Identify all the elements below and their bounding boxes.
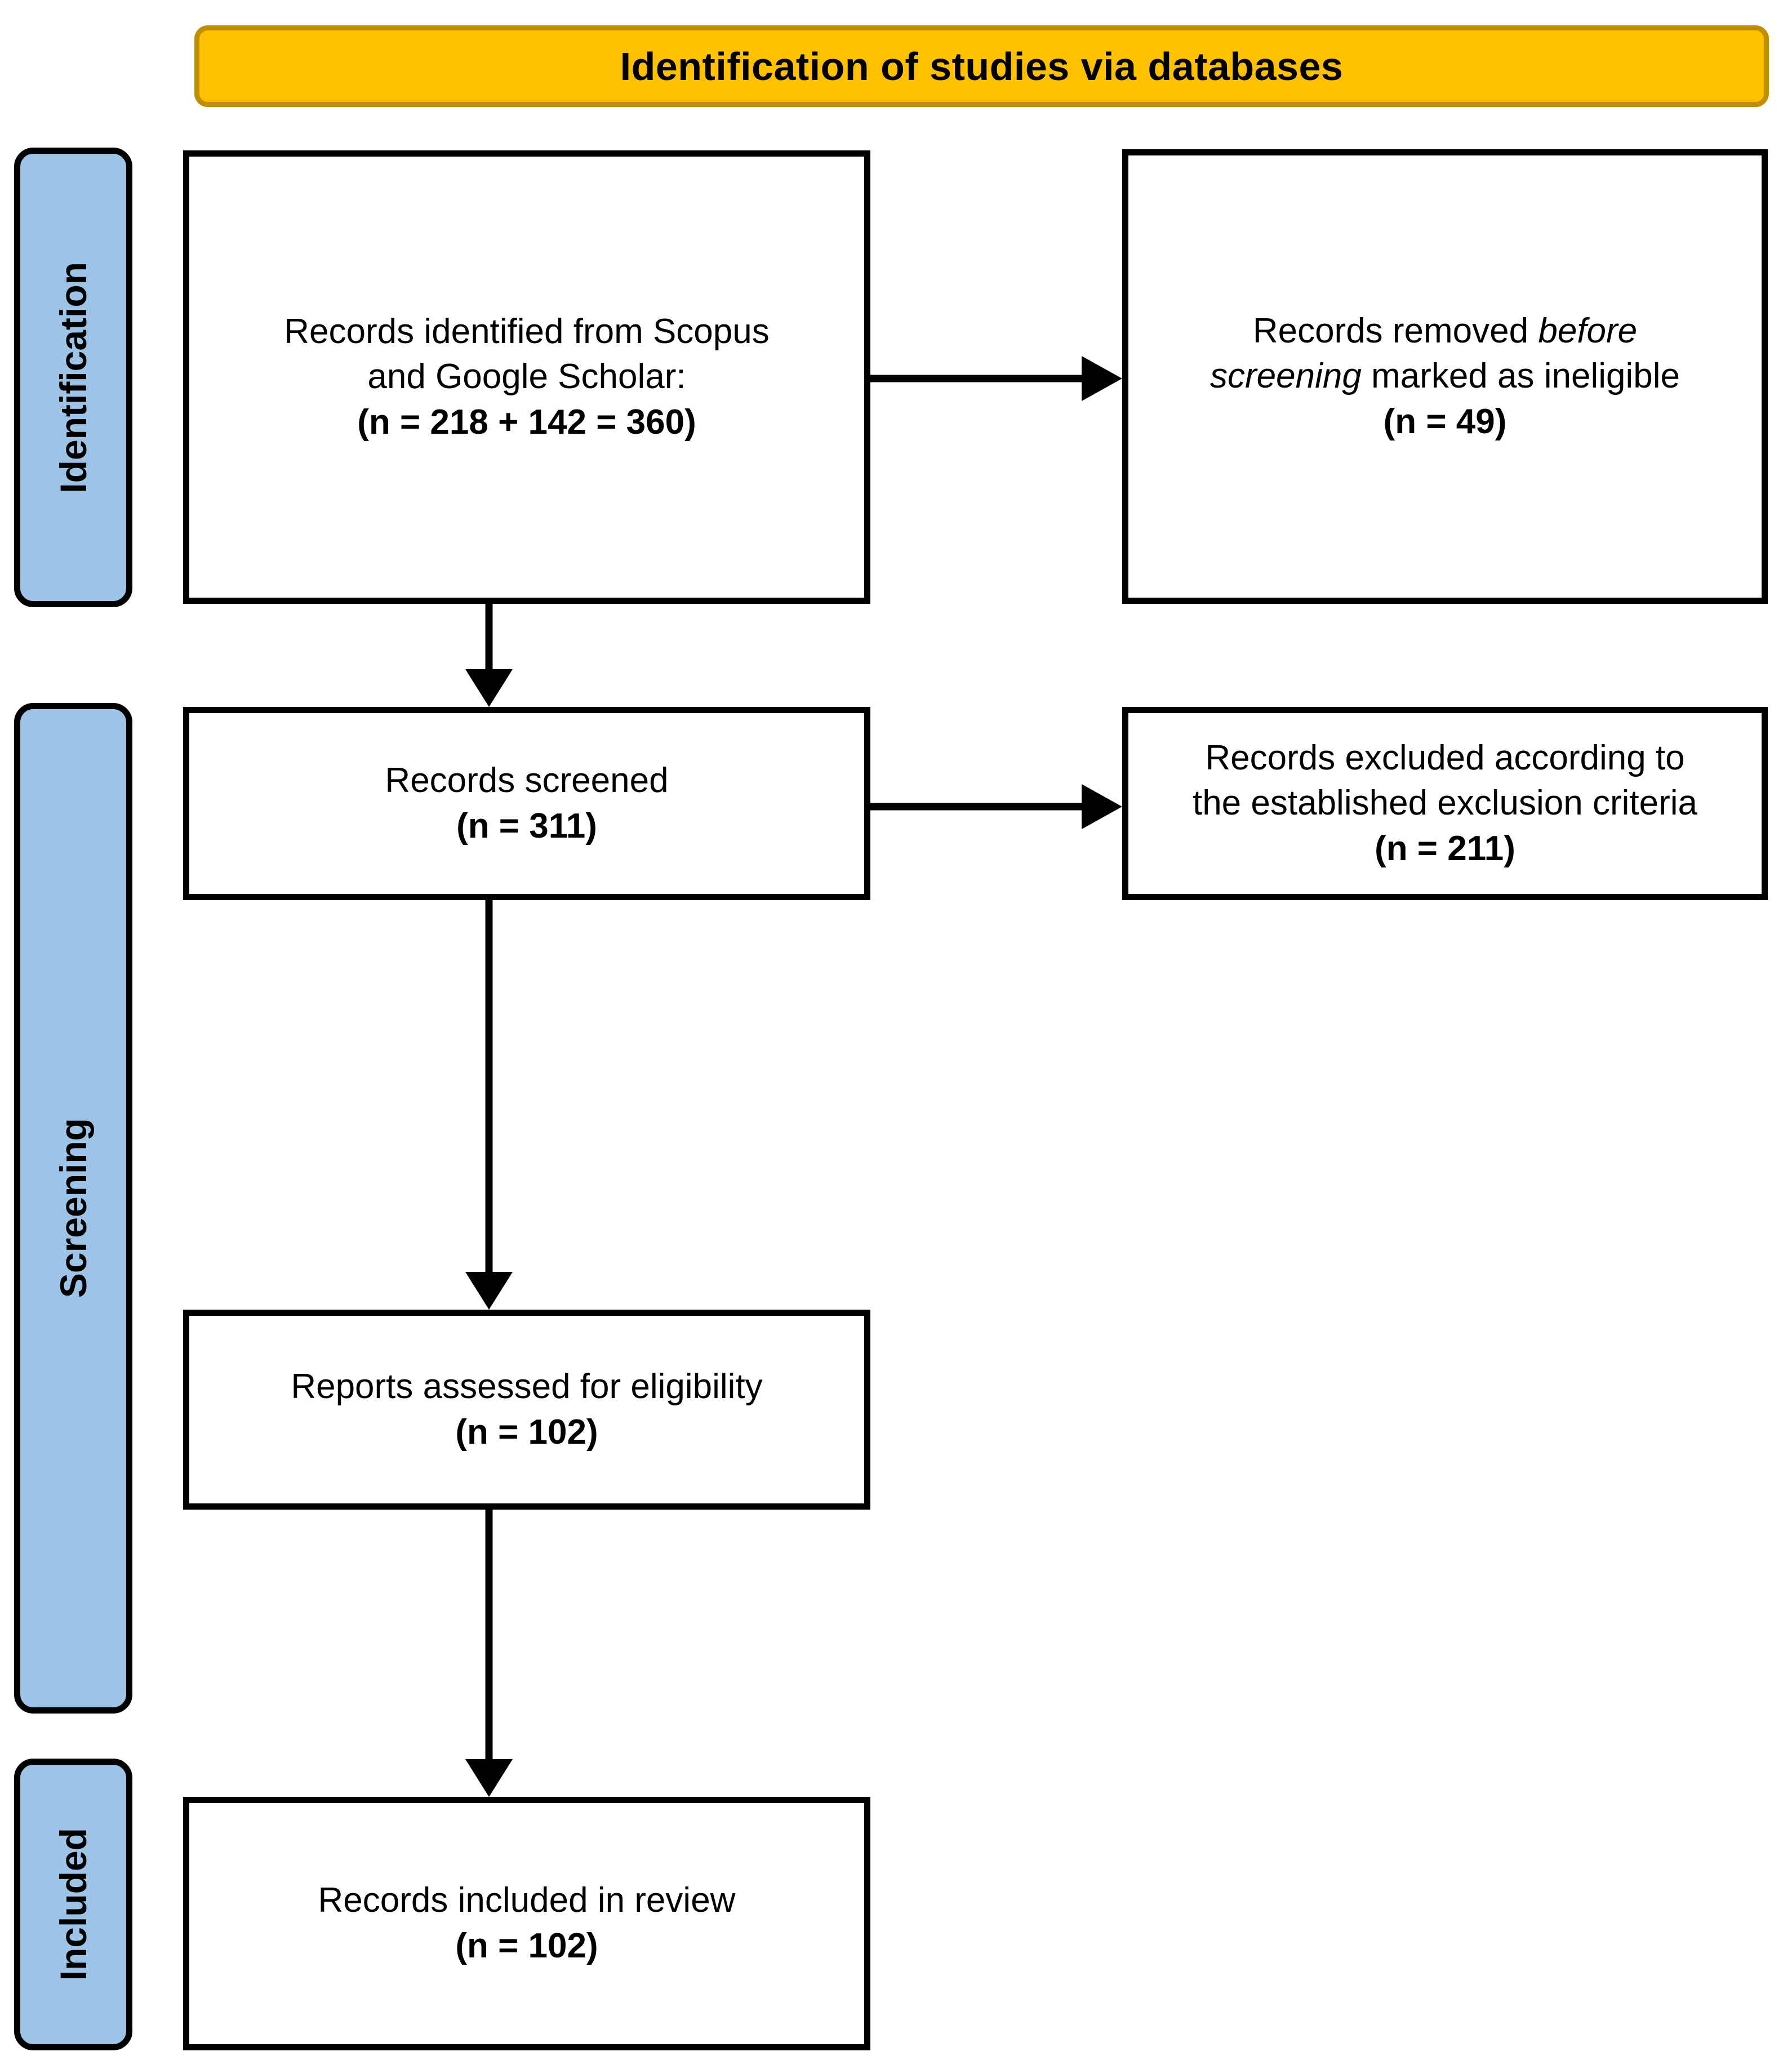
box-records-excluded: Records excluded according to the establ… (1122, 707, 1768, 900)
records-identified-line1: Records identified from Scopus (284, 311, 770, 351)
records-excluded-line1: Records excluded according to (1205, 738, 1685, 777)
box-records-identified: Records identified from Scopus and Googl… (183, 150, 870, 604)
box-reports-assessed-eligibility: Reports assessed for eligibility (n = 10… (183, 1310, 870, 1510)
records-removed-line1-prefix: Records removed (1252, 311, 1538, 350)
arrow-screened-to-eligibility (465, 900, 513, 1310)
stage-label-screening-text: Screening (52, 1118, 94, 1298)
box-records-identified-text: Records identified from Scopus and Googl… (269, 309, 784, 446)
records-removed-line2-suffix: marked as ineligible (1361, 357, 1680, 396)
stage-label-screening: Screening (14, 703, 132, 1714)
reports-assessed-count: (n = 102) (455, 1412, 598, 1452)
arrow-eligibility-to-included (465, 1510, 513, 1797)
arrow-screened-to-excluded (870, 784, 1122, 829)
stage-label-identification: Identification (14, 148, 132, 607)
box-records-included-text: Records included in review (n = 102) (304, 1878, 750, 1969)
arrow-identified-to-removed (870, 356, 1122, 401)
box-records-removed-text: Records removed before screening marked … (1195, 309, 1695, 445)
records-included-line1: Records included in review (318, 1881, 736, 1920)
box-records-excluded-text: Records excluded according to the establ… (1178, 736, 1712, 872)
records-screened-line1: Records screened (385, 760, 669, 800)
records-removed-count: (n = 49) (1383, 402, 1507, 441)
stage-label-included: Included (14, 1759, 132, 2050)
records-removed-line1-italic: before (1538, 311, 1638, 350)
banner-title: Identification of studies via databases (620, 44, 1344, 88)
records-removed-line2-italic: screening (1210, 357, 1362, 396)
stage-label-included-text: Included (52, 1828, 94, 1981)
records-excluded-count: (n = 211) (1375, 829, 1515, 868)
box-records-screened: Records screened (n = 311) (183, 707, 870, 900)
banner-identification-via-databases: Identification of studies via databases (194, 25, 1769, 107)
records-identified-count: (n = 218 + 142 = 360) (357, 402, 696, 442)
reports-assessed-line1: Reports assessed for eligibility (291, 1367, 763, 1406)
box-records-screened-text: Records screened (n = 311) (370, 758, 683, 849)
stage-label-identification-text: Identification (52, 261, 94, 493)
arrow-identified-to-screened (465, 604, 513, 707)
records-excluded-line2: the established exclusion criteria (1192, 784, 1698, 823)
records-included-count: (n = 102) (455, 1926, 598, 1965)
box-records-included: Records included in review (n = 102) (183, 1797, 870, 2050)
box-records-removed: Records removed before screening marked … (1122, 149, 1768, 604)
records-screened-count: (n = 311) (456, 806, 597, 845)
records-identified-line2: and Google Scholar: (367, 357, 686, 397)
box-reports-assessed-text: Reports assessed for eligibility (n = 10… (276, 1364, 777, 1455)
